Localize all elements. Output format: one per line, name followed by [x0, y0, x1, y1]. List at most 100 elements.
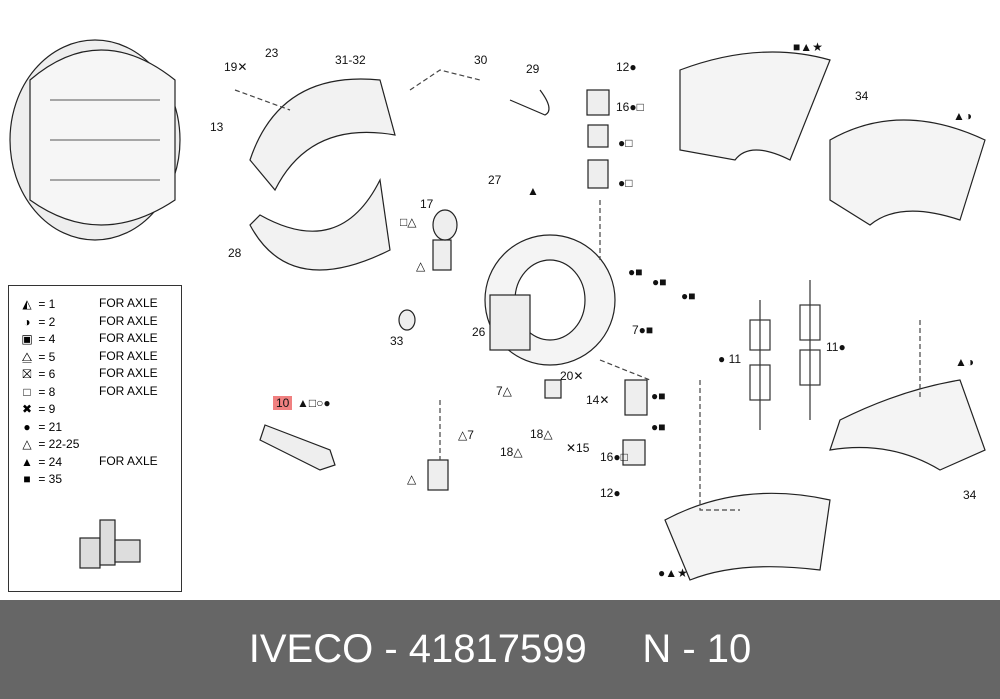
callout-label: 30 — [474, 53, 488, 67]
callout-label: ✕15 — [566, 441, 590, 455]
callout-label: 26 — [472, 325, 486, 339]
part-number: IVECO - 41817599 — [248, 627, 587, 671]
legend-row: ● = 21 — [19, 419, 62, 436]
callout-label: ●■ — [652, 275, 667, 289]
callout-label: ▲ — [527, 184, 539, 198]
legend-row: ◑ = 2 — [19, 314, 55, 331]
callout-label: △7 — [458, 428, 474, 442]
callout-label: 29 — [526, 62, 540, 76]
legend-row: ⧋ = 5 — [19, 349, 56, 366]
callout-label: ●□ — [618, 136, 633, 150]
parts-drawing — [9, 39, 986, 581]
position-number: N - 10 — [642, 627, 752, 671]
brake-shoe-28 — [249, 178, 391, 271]
legend-code: = 1 — [38, 297, 56, 311]
legend-note: FOR AXLE — [99, 313, 158, 328]
callout-label: ▲□○● — [297, 396, 331, 410]
callout-label: 17 — [420, 197, 434, 211]
legend-row: △ = 22-25 — [19, 436, 79, 453]
lining-right-bottom — [829, 379, 986, 471]
legend-row: □ = 8 — [19, 384, 55, 401]
legend-note: FOR AXLE — [99, 296, 158, 310]
callout-label: 27 — [488, 173, 502, 187]
legend-symbol-icon: △ — [22, 437, 32, 451]
callout-label: 18△ — [530, 427, 553, 441]
callout-label: ●■ — [628, 265, 643, 279]
legend-symbol-icon: ⛝ — [22, 367, 32, 381]
callout-label: 19✕ — [224, 60, 248, 74]
logo-drawing — [79, 519, 141, 569]
legend-row: ⛝ = 6 — [19, 366, 55, 383]
legend-row: ■ = 35 — [19, 471, 62, 488]
callout-label: 13 — [210, 120, 224, 134]
callout-label: 7●■ — [632, 323, 654, 337]
legend-symbol-icon: ◭ — [22, 297, 32, 311]
callout-label: ●■ — [651, 420, 666, 434]
callout-label: 16●□ — [616, 100, 644, 114]
callout-label: 12● — [600, 486, 621, 500]
callout-label: 14✕ — [586, 393, 610, 407]
legend-symbol-icon: □ — [23, 384, 31, 399]
legend-note: FOR AXLE — [99, 331, 158, 345]
callout-label: 34 — [963, 488, 977, 502]
callout-label: 34 — [855, 89, 869, 103]
callout-label: 20✕ — [560, 369, 584, 383]
small-parts — [259, 89, 648, 491]
legend-row: ✖ = 9 — [19, 401, 55, 418]
legend-symbol-icon: ▲ — [21, 454, 33, 469]
legend-note: FOR AXLE — [99, 383, 158, 398]
callout-label: ●■ — [681, 289, 696, 303]
callout-label: ■▲★ — [793, 40, 823, 54]
callout-label: 33 — [390, 334, 404, 348]
callout-label: △ — [416, 259, 426, 273]
callout-label: 23 — [265, 46, 279, 60]
callout-label: 7△ — [496, 384, 512, 398]
callout-label: 16●□ — [600, 450, 628, 464]
legend-symbol-icon: ✖ — [21, 402, 33, 416]
legend-symbol-icon: ◑ — [23, 314, 31, 329]
callout-label: ● 11 — [718, 352, 742, 366]
legend-symbol-icon: ■ — [23, 472, 31, 486]
callout-label: ●■ — [651, 389, 666, 403]
callout-label: 18△ — [500, 445, 523, 459]
legend-symbol-icon: ⧋ — [21, 349, 33, 364]
lining-right-top — [829, 119, 986, 226]
legend-code: = 9 — [38, 402, 56, 416]
legend-code: = 21 — [38, 419, 63, 434]
callout-label: 10 — [273, 396, 293, 410]
callout-label: ●▲★ — [658, 566, 688, 580]
legend-code: = 6 — [38, 367, 56, 381]
legend-symbol-icon: ▣ — [21, 332, 33, 346]
brake-shoe-31-32 — [249, 78, 396, 192]
legend-code: = 4 — [38, 332, 56, 346]
legend-note: FOR AXLE — [99, 366, 158, 380]
lining-bottom — [664, 492, 831, 581]
legend-row: ▣ = 4 — [19, 331, 55, 348]
callout-label: 11● — [826, 340, 846, 354]
legend-code: = 8 — [38, 384, 56, 399]
legend-code: = 2 — [38, 314, 56, 329]
legend-panel: ◭ = 1 FOR AXLE ◑ = 2 FOR AXLE ▣ = 4 FOR AXLE ⧋… — [8, 285, 182, 592]
lining-top — [679, 51, 831, 161]
legend-row: ▲ = 24 — [19, 454, 62, 471]
callout-label: ●□ — [618, 176, 633, 190]
legend-note: FOR AXLE — [99, 453, 158, 468]
legend-symbol-icon: ● — [23, 419, 31, 434]
callout-label: ▲◑ — [953, 109, 973, 123]
callout-label: △ — [407, 472, 417, 486]
legend-code: = 22-25 — [38, 437, 80, 451]
callout-label: 28 — [228, 246, 242, 260]
legend-note: FOR AXLE — [99, 348, 158, 363]
legend-row: ◭ = 1 — [19, 296, 55, 313]
legend-code: = 24 — [38, 454, 63, 469]
footer-banner: IVECO - 41817599 N - 10 — [0, 600, 1000, 699]
callout-label: 31-32 — [335, 53, 366, 67]
callout-label: ▲◑ — [955, 355, 975, 369]
callout-label: □△ — [400, 215, 417, 229]
legend-code: = 5 — [38, 349, 56, 364]
brake-assembly-drawing — [9, 39, 181, 241]
brake-carrier-26 — [484, 234, 616, 366]
springs — [749, 280, 821, 430]
legend-code: = 35 — [38, 472, 63, 486]
